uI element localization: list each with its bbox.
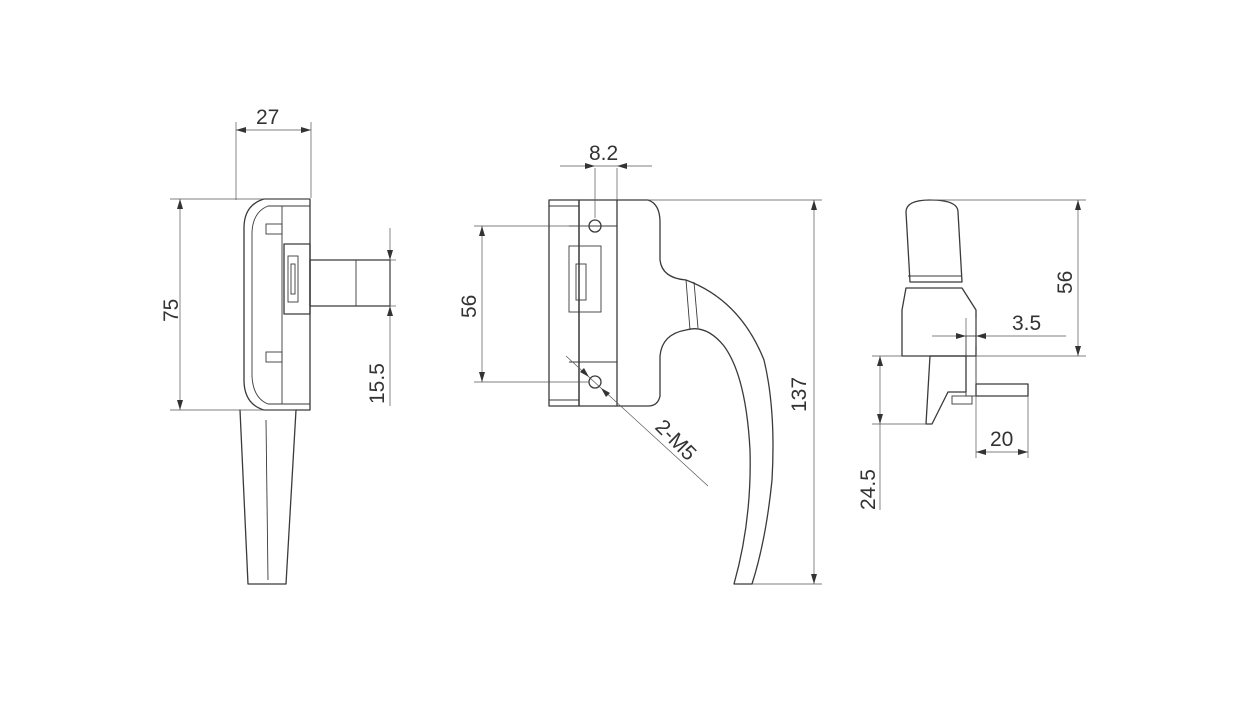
side-mount-slot xyxy=(575,263,587,301)
end-height-label: 56 xyxy=(1054,271,1077,294)
end-base-wedge xyxy=(925,355,967,425)
front-height-label: 75 xyxy=(160,299,183,322)
end-projection-label: 24.5 xyxy=(857,469,880,510)
side-hole-spacing-label: 56 xyxy=(458,295,481,318)
end-offset-label: 3.5 xyxy=(1012,312,1041,335)
end-spindle-length-label: 20 xyxy=(990,428,1013,451)
front-spindle-slot-inner xyxy=(290,263,296,295)
front-handle-grip xyxy=(239,409,297,585)
front-width-label: 27 xyxy=(256,106,279,129)
end-spindle-stub xyxy=(965,335,977,397)
front-handle-ridge xyxy=(265,419,269,581)
end-knob xyxy=(905,199,963,283)
front-base-plate xyxy=(243,198,311,411)
side-view: 8.2 56 2-M5 137 xyxy=(458,142,822,585)
side-mount-block xyxy=(578,199,618,407)
side-offset-label: 8.2 xyxy=(589,142,618,165)
front-spindle xyxy=(309,259,391,307)
end-spindle xyxy=(975,383,1029,397)
end-view: 56 3.5 20 24.5 xyxy=(857,199,1086,510)
side-base-plate xyxy=(548,199,580,407)
front-spindle-label: 15.5 xyxy=(366,363,389,404)
front-spindle-slot xyxy=(287,255,299,303)
front-clip-bottom xyxy=(265,351,283,363)
front-clip-top xyxy=(265,223,283,235)
front-view: 27 75 15.5 xyxy=(160,106,396,585)
side-total-height-label: 137 xyxy=(788,377,811,412)
side-handle-collar xyxy=(685,279,691,331)
front-base-inner xyxy=(251,205,283,405)
side-handle-body xyxy=(616,199,774,585)
side-mount-insert xyxy=(568,245,602,313)
end-body xyxy=(901,287,977,357)
